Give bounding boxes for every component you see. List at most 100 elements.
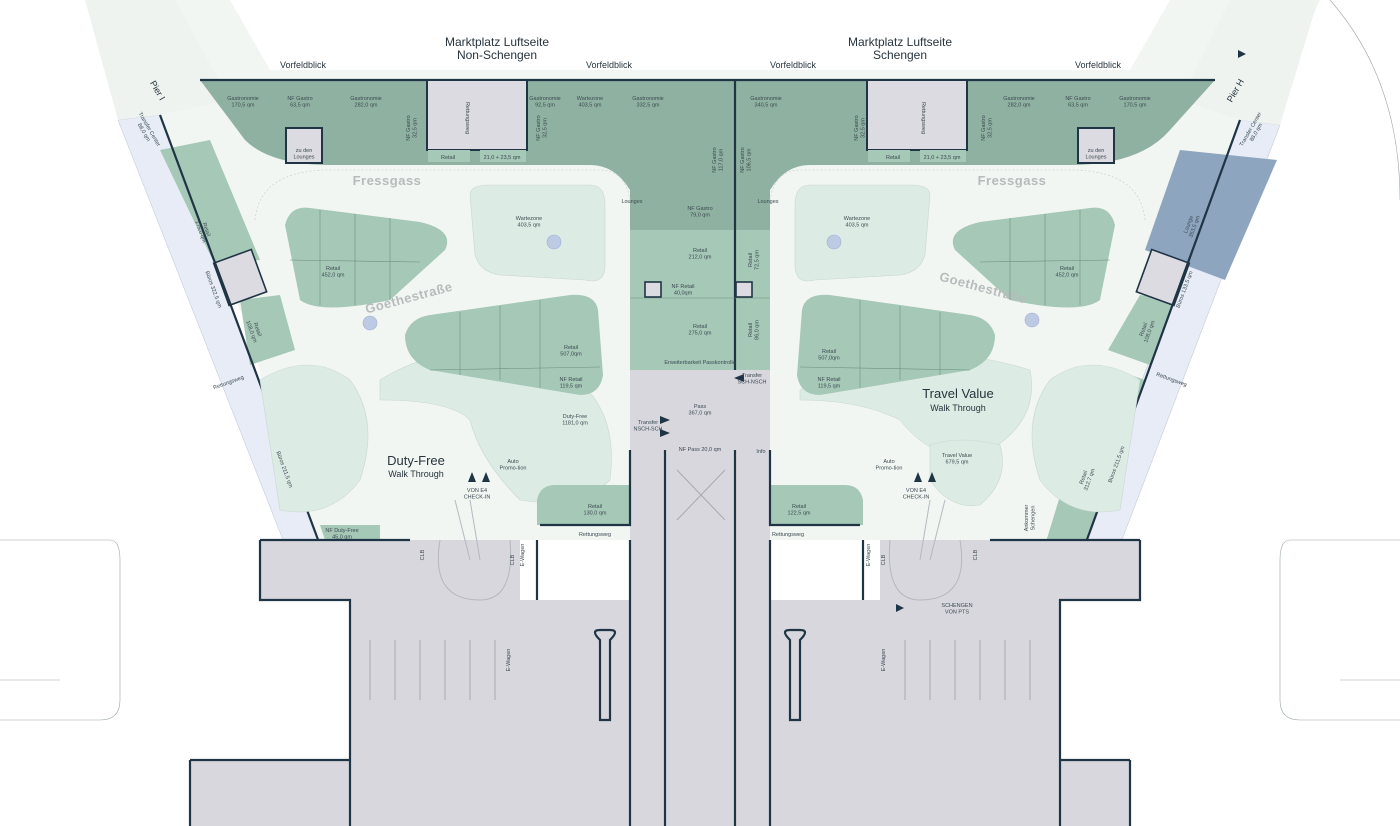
label-area: 403,5 qm — [846, 222, 869, 228]
zones — [259, 184, 1141, 513]
label-name: Gastronomie — [750, 96, 782, 102]
label-area: Promo-tion — [500, 465, 527, 471]
room-label-nfg5: NF Gastro117,0 qm — [712, 147, 724, 172]
label-name: Fressgass — [978, 173, 1047, 188]
label-name: Lounges — [621, 199, 642, 205]
label-area: 45,0 qm — [332, 534, 352, 540]
label-name: Walk Through — [388, 469, 444, 479]
label-area: 130,0 qm — [584, 510, 607, 516]
room-label-ew2: E-Wagen — [506, 649, 512, 672]
label-name: Vorfeldblick — [280, 60, 327, 70]
label-area: VON PTS — [945, 609, 969, 615]
label-name: NF Gastro — [740, 147, 746, 172]
label-name: Lounge — [1183, 215, 1195, 234]
label-name: Gastronomie — [1119, 96, 1151, 102]
label-area: 86,0 qm — [754, 320, 760, 340]
label-name: Walk Through — [930, 403, 986, 413]
terminal-walls — [188, 450, 1142, 826]
pier-i-core — [212, 248, 268, 307]
label-area: Lounges — [1085, 154, 1106, 160]
core-right — [866, 79, 1115, 164]
room-label-ew3: E-Wagen — [866, 544, 872, 567]
label-name: Ankommer — [1024, 505, 1030, 532]
label-area: 403,5 qm — [579, 102, 602, 108]
heading-travel-title: Travel Value — [922, 386, 994, 401]
room-label-vf3: Vorfeldblick — [770, 60, 817, 70]
room-label-nfg2: NF Gastro32,5 qm — [536, 115, 548, 140]
label-name: Retail — [252, 322, 262, 337]
label-name: CLB — [973, 549, 979, 560]
label-area: Promo-tion — [876, 465, 903, 471]
label-area: 170,5 qm — [1124, 102, 1147, 108]
label-name: Schengen — [873, 48, 927, 62]
heading-dutyfree-title: Duty-Free — [387, 453, 445, 468]
room-label-ret4: 21,0 + 23,5 qm — [924, 155, 961, 161]
label-area: CHECK-IN — [464, 494, 491, 500]
label-name: Gastronomie — [1003, 96, 1035, 102]
label-name: Rettungsweg — [464, 102, 470, 134]
retail-islands — [285, 207, 1115, 525]
label-name: NF Gastro — [712, 147, 718, 172]
label-name: Pass — [694, 404, 706, 410]
passport-control — [630, 370, 770, 450]
room-label-ret3: Retail — [886, 155, 900, 161]
label-area: 32,5 qm — [542, 118, 548, 138]
label-name: Vorfeldblick — [1075, 60, 1122, 70]
heading-market-left-2: Non-Schengen — [457, 48, 537, 62]
label-name: Erweiterbarkeit Passkontrolle — [664, 360, 735, 366]
nf-duty-free-area — [320, 525, 380, 540]
label-area: 332,5 qm — [637, 102, 660, 108]
label-name: 21,0 + 23,5 qm — [484, 155, 521, 161]
label-name: Retail — [326, 266, 340, 272]
label-area: 106,5 qm — [746, 148, 752, 171]
label-name: Wartezone — [577, 96, 603, 102]
label-name: Retail — [792, 504, 806, 510]
label-name: Gastronomie — [350, 96, 382, 102]
room-label-clb4: CLB — [973, 549, 979, 560]
label-name: Auto — [507, 459, 518, 465]
room-label-c12: Info — [756, 449, 765, 455]
label-area: 367,0 qm — [689, 410, 712, 416]
room-label-nfg3: NF Gastro32,5 qm — [854, 115, 866, 140]
label-name: Lounges — [757, 199, 778, 205]
label-area: 170,5 qm — [232, 102, 255, 108]
label-name: Non-Schengen — [457, 48, 537, 62]
label-name: Transfer — [638, 420, 658, 426]
room-label-c3: Retail72,5 qm — [748, 250, 760, 270]
label-name: Rettungsweg — [579, 532, 611, 538]
label-area: 212,0 qm — [689, 254, 712, 260]
label-name: NF Gastro — [981, 115, 987, 140]
label-area: 340,5 qm — [755, 102, 778, 108]
label-name: Gastronomie — [227, 96, 259, 102]
label-name: Wartezone — [844, 216, 870, 222]
label-name: Retail — [1079, 470, 1089, 485]
label-name: NF Pass 20,0 qm — [679, 447, 722, 453]
label-name: zu den — [296, 148, 313, 154]
label-name: NF Gastro — [1065, 96, 1090, 102]
label-area: 282,0 qm — [355, 102, 378, 108]
pier-h-core — [1135, 248, 1191, 307]
room-label-ew4: E-Wagen — [881, 649, 887, 672]
label-name: VON E4 — [906, 488, 926, 494]
label-area: 282,0 qm — [1008, 102, 1031, 108]
label-name: SCHENGEN — [941, 603, 972, 609]
label-name: Wartezone — [516, 216, 542, 222]
label-area: 63,5 qm — [290, 102, 310, 108]
label-name: E-Wagen — [881, 649, 887, 672]
